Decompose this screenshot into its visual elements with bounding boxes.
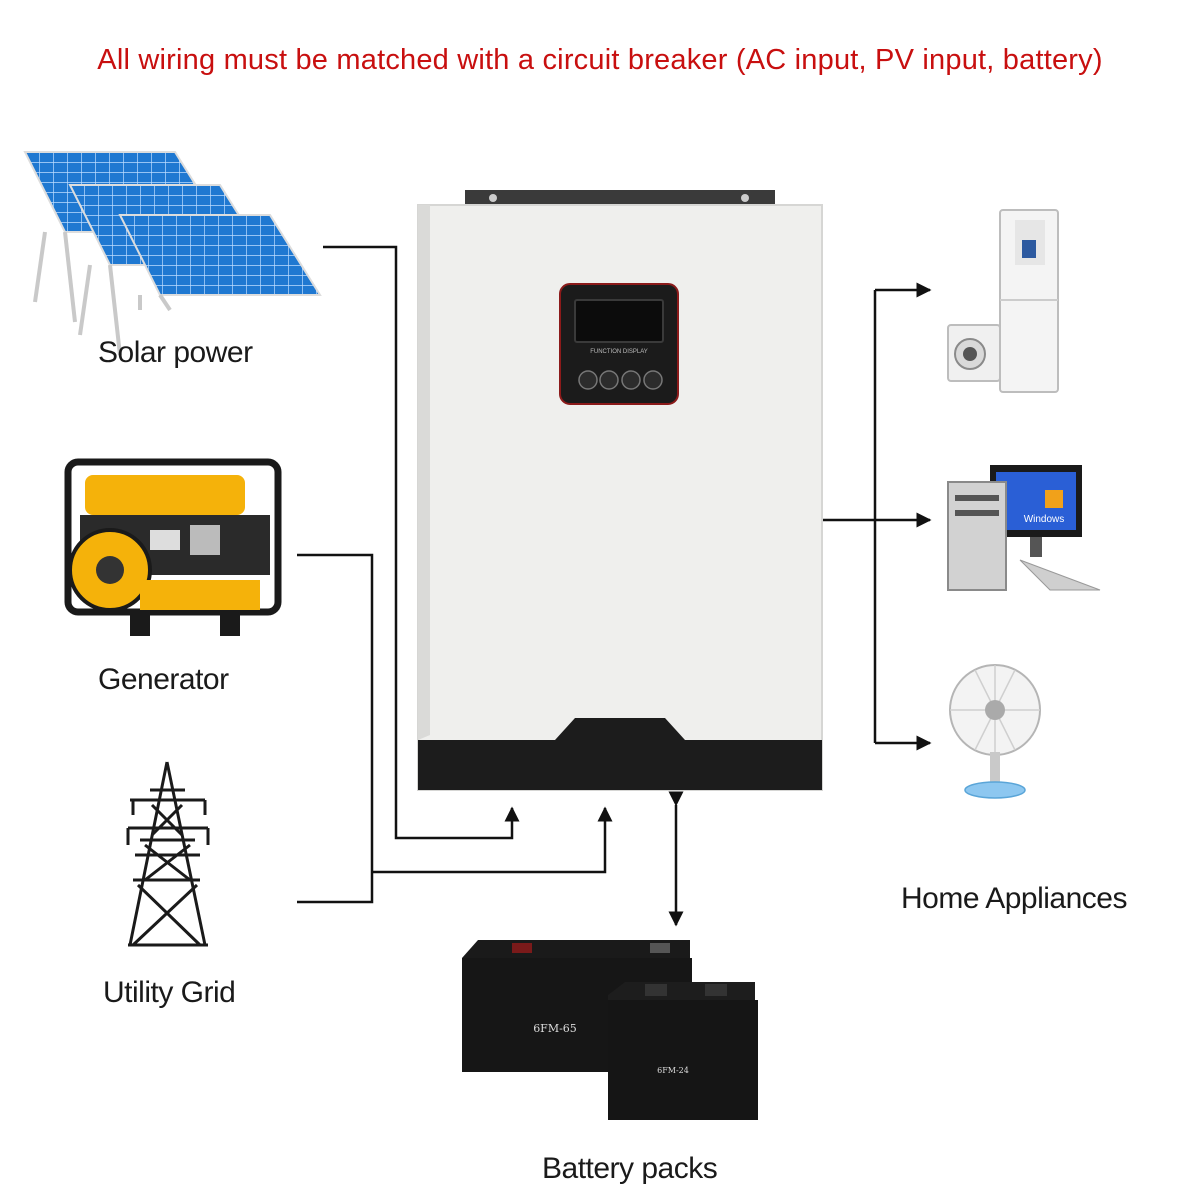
air-conditioner-icon: [999, 209, 1059, 393]
battery-large-model: 6FM-65: [533, 1022, 577, 1035]
wiring-notice: All wiring must be matched with a circui…: [97, 44, 1103, 76]
wiring: [297, 245, 932, 927]
utility-grid-label: Utility Grid: [103, 976, 236, 1009]
generator-icon: [64, 458, 282, 636]
battery-small-model: 6FM-24: [657, 1066, 689, 1075]
generator-wire: [297, 553, 374, 904]
solar-power-label: Solar power: [98, 336, 253, 369]
desktop-computer-icon: Windows: [947, 465, 1101, 591]
washing-machine-icon: [947, 324, 1001, 382]
monitor-brand: Windows: [1024, 514, 1065, 525]
battery-packs-label: Battery packs: [542, 1152, 718, 1185]
generator-label: Generator: [98, 663, 229, 696]
battery-small-icon: 6FM-24: [608, 982, 758, 1120]
home-appliances-label: Home Appliances: [901, 882, 1127, 915]
panel-caption: FUNCTION DISPLAY: [590, 349, 648, 355]
solar-wire: [323, 245, 520, 840]
desk-fan-icon: [949, 664, 1041, 799]
inverter-unit: FUNCTION DISPLAY: [417, 190, 823, 791]
transmission-tower-icon: [126, 761, 210, 947]
solar-panel-icon: [23, 151, 322, 356]
ac-input-wire: [372, 806, 613, 874]
